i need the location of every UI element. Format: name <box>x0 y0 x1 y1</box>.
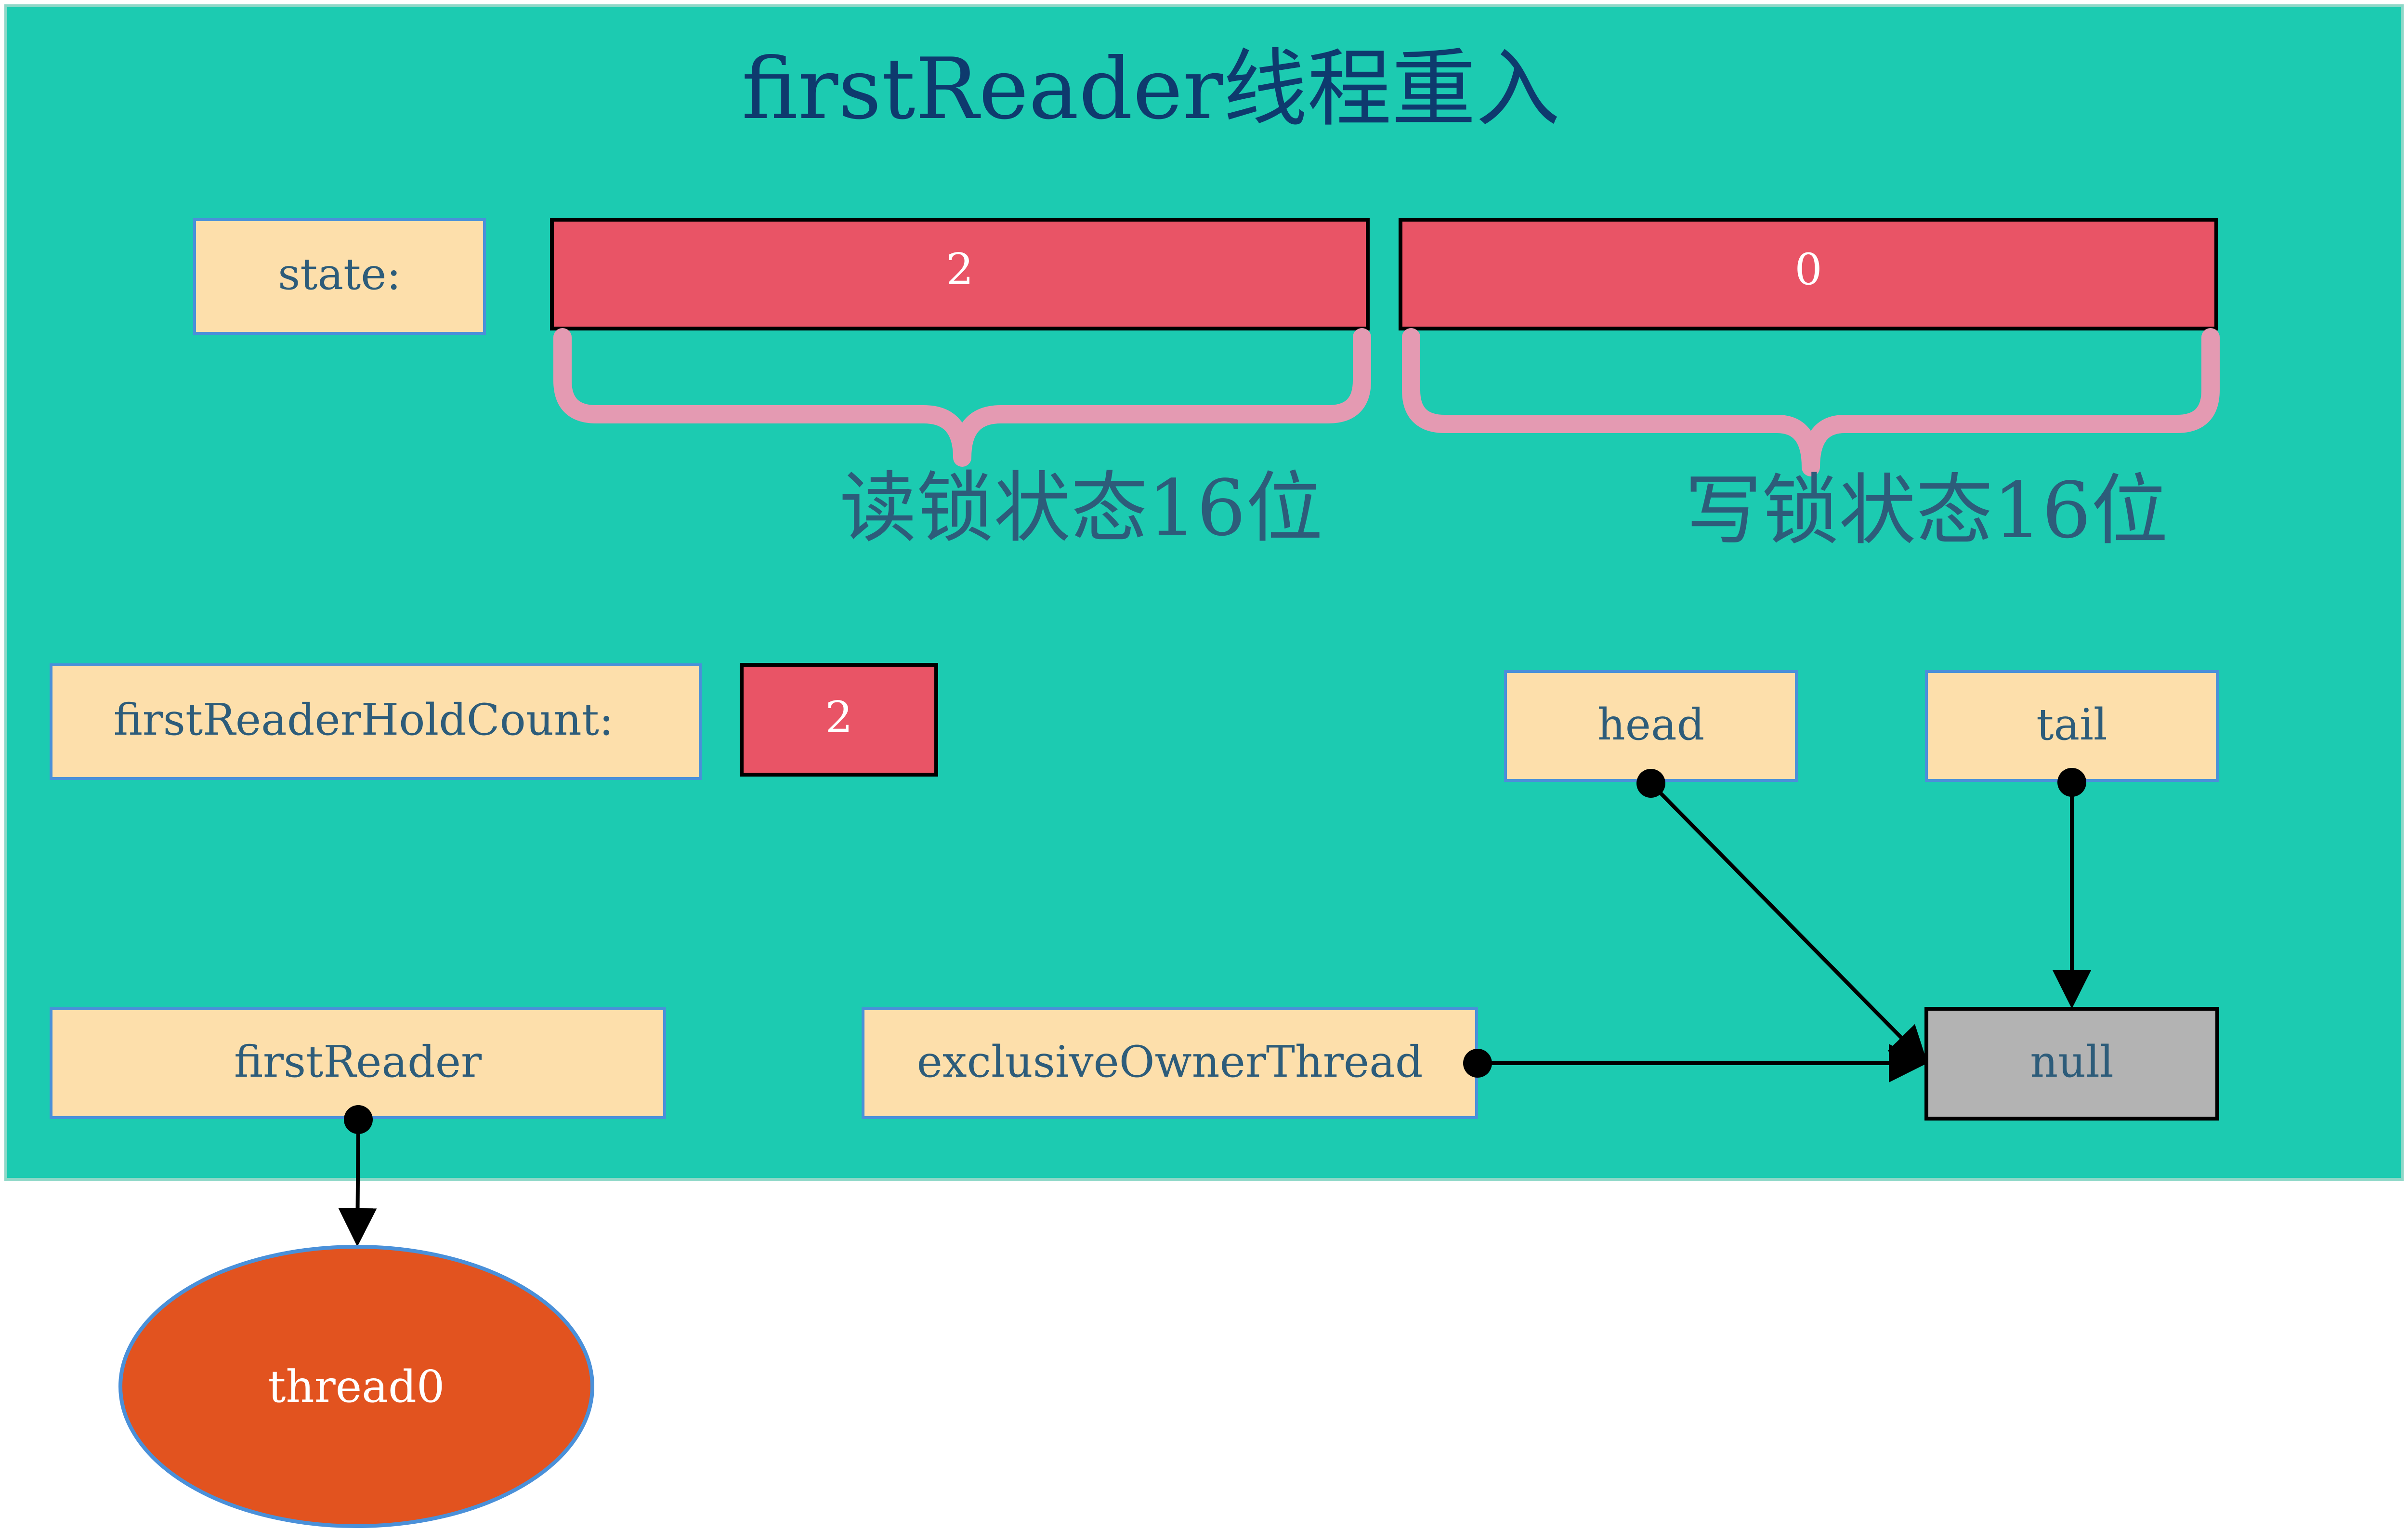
write-state-value: 0 <box>1794 244 1822 295</box>
head-box <box>1504 670 1798 782</box>
first-reader-label: firstReader <box>234 1037 482 1087</box>
hold-count-label: firstReaderHoldCount: <box>114 695 614 745</box>
exclusive-owner-thread-label: exclusiveOwnerThread <box>917 1037 1423 1087</box>
read-brace <box>553 328 1371 467</box>
write-state-box <box>1399 218 2218 330</box>
read-brace-label: 读锁状态16位 <box>839 463 1323 553</box>
first-reader-pointer-dot <box>344 1105 373 1134</box>
head-label: head <box>1597 699 1705 750</box>
owner-pointer-dot <box>1463 1049 1492 1078</box>
hold-count-box <box>740 663 938 777</box>
first-reader-to-thread-arrow <box>338 1119 377 1247</box>
thread-node <box>118 1245 594 1528</box>
tail-box <box>1925 670 2219 782</box>
head-pointer-dot <box>1636 769 1665 798</box>
state-label: state: <box>278 249 401 300</box>
head-to-null-arrow <box>1649 782 1928 1065</box>
hold-count-value: 2 <box>825 692 852 743</box>
hold-count-label-box <box>50 663 702 780</box>
thread-node-label: thread0 <box>268 1361 445 1412</box>
write-brace-label: 写锁状态16位 <box>1685 465 2168 555</box>
write-brace <box>1402 328 2220 476</box>
tail-pointer-dot <box>2057 768 2086 797</box>
main-panel <box>4 4 2404 1181</box>
state-label-box <box>193 218 486 335</box>
diagram-title: firstReader线程重入 <box>742 40 1560 138</box>
exclusive-owner-thread-box <box>862 1007 1478 1119</box>
null-node-box <box>1924 1007 2219 1121</box>
null-node-label: null <box>2030 1037 2114 1087</box>
read-state-value: 2 <box>946 244 973 295</box>
read-state-box <box>550 218 1370 330</box>
tail-label: tail <box>2036 699 2107 750</box>
